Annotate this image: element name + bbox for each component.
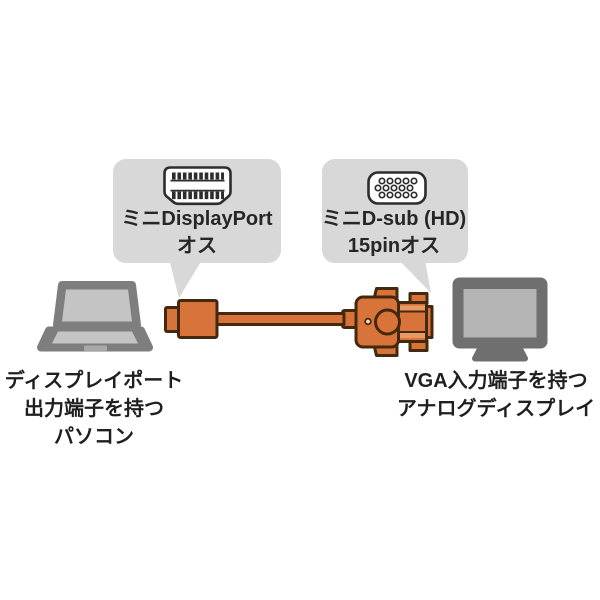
vga-connector-icon-pins — [374, 177, 418, 199]
monitor-screen — [463, 289, 537, 338]
display-label-line2: アナログディスプレイ — [396, 398, 596, 420]
monitor-illustration — [452, 277, 548, 362]
laptop-label-line2: 出力端子を持つ — [24, 398, 164, 420]
display-label-line1: VGA入力端子を持つ — [404, 370, 588, 392]
callout-left-box — [113, 159, 281, 263]
vga-plug-thumbscrew-circle — [374, 308, 401, 336]
callout-left-line1: ミニDisplayPort — [121, 208, 273, 230]
monitor-stand — [472, 346, 528, 362]
vga-connector-icon — [367, 171, 427, 205]
callout-right-label: ミニD-sub (HD) 15pinオス — [318, 206, 470, 260]
laptop-label: ディスプレイポート 出力端子を持つ パソコン — [0, 367, 188, 451]
display-label: VGA入力端子を持つ アナログディスプレイ — [392, 367, 600, 423]
vga-plug-shell-stripe-top — [398, 305, 425, 312]
callout-left-line2: オス — [177, 235, 217, 257]
laptop-trackpad — [84, 345, 107, 351]
laptop-illustration — [37, 281, 153, 352]
callout-left-tail — [168, 255, 205, 298]
callout-left-bubble — [113, 159, 281, 298]
mini-displayport-icon — [163, 166, 232, 206]
laptop-label-line1: ディスプレイポート — [4, 370, 184, 392]
vga-plug-shell-stripe-bottom — [398, 332, 425, 338]
vga-plug-screw-hole — [364, 317, 372, 326]
callout-right-bubble — [322, 159, 468, 293]
laptop-screen — [62, 289, 132, 322]
callout-right-box — [322, 159, 468, 263]
laptop-label-line3: パソコン — [54, 426, 134, 448]
callout-right-line2: 15pinオス — [347, 235, 441, 257]
callout-right-line1: ミニD-sub (HD) — [321, 208, 467, 230]
laptop-keyboard — [52, 331, 138, 344]
cable-cord — [213, 312, 346, 326]
callout-right-tail — [394, 255, 431, 293]
mini-displayport-plug-body — [177, 299, 219, 339]
callout-left-label: ミニDisplayPort オス — [113, 206, 281, 260]
cable-illustration — [164, 287, 434, 357]
